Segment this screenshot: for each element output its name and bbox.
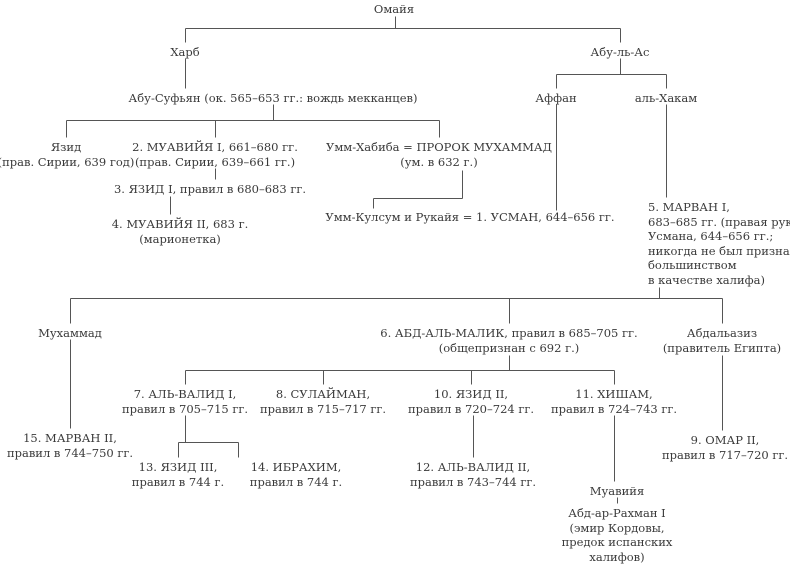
node-abd-ar-rahman-i: Абд-ар-Рахман I(эмир Кордовы,предок испа… xyxy=(562,506,673,564)
node-al-hakam: аль-Хакам xyxy=(635,91,697,106)
node-text-line: предок испанских xyxy=(561,535,673,549)
node-text-line: Умм-Хабиба = ПРОРОК МУХАММАД xyxy=(326,140,552,154)
node-text-line: Харб xyxy=(170,45,200,59)
node-abu-sufyan: Абу-Суфьян (ок. 565–653 гг.: вождь мекка… xyxy=(129,91,418,106)
node-text-line: Усмана, 644–656 гг.; xyxy=(648,229,774,243)
node-text-line: 14. ИБРАХИМ, xyxy=(250,460,342,474)
node-al-walid-i: 7. АЛЬ-ВАЛИД I,правил в 705–715 гг. xyxy=(122,387,248,416)
node-text-line: Умм-Кулсум и Рукайя = 1. УСМАН, 644–656 … xyxy=(325,210,615,224)
node-text-line: правил в 717–720 гг. xyxy=(661,447,789,462)
node-text-line: 15. МАРВАН II, xyxy=(23,431,117,445)
node-text-line: 13. ЯЗИД III, xyxy=(138,460,218,474)
node-muawiya-ii: 4. МУАВИЙЯ II, 683 г.(марионетка) xyxy=(112,217,249,246)
node-text-line: (правитель Египта) xyxy=(662,340,782,355)
node-text-line: никогда не был признан xyxy=(648,243,790,258)
node-text-line: Абу-ль-Ас xyxy=(590,45,650,59)
node-text-line: 8. СУЛАЙМАН, xyxy=(275,387,371,401)
node-text-line: правил в 720–724 гг. xyxy=(407,401,535,416)
node-abu-l-as: Абу-ль-Ас xyxy=(591,45,650,60)
node-text-line: Абдальазиз xyxy=(686,326,758,340)
node-text-line: 9. ОМАР II, xyxy=(690,433,760,447)
node-text-line: 683–685 гг. (правая рука xyxy=(648,214,790,229)
node-usman: Умм-Кулсум и Рукайя = 1. УСМАН, 644–656 … xyxy=(325,210,614,225)
node-text-line: (прав. Сирии, 639–661 гг.) xyxy=(134,154,296,169)
node-text-line: правил в 724–743 гг. xyxy=(550,401,678,416)
node-text-line: (общепризнан с 692 г.) xyxy=(438,340,580,355)
node-text-line: 12. АЛЬ-ВАЛИД II, xyxy=(415,460,531,474)
node-text-line: Аффан xyxy=(535,91,577,105)
node-text-line: большинством xyxy=(648,258,737,272)
node-text-line: правил в 743–744 гг. xyxy=(409,474,537,489)
node-text-line: аль-Хакам xyxy=(634,91,698,105)
node-abdalaziz: Абдальазиз(правитель Египта) xyxy=(663,326,781,355)
node-text-line: правил в 705–715 гг. xyxy=(121,401,249,416)
node-text-line: 5. МАРВАН I, xyxy=(648,200,730,214)
node-text-line: 6. АБД-АЛЬ-МАЛИК, правил в 685–705 гг. xyxy=(380,326,638,340)
node-text-line: Язид xyxy=(50,140,82,154)
node-sulayman: 8. СУЛАЙМАН,правил в 715–717 гг. xyxy=(260,387,386,416)
node-text-line: Омайя xyxy=(373,2,415,16)
node-text-line: правил в 715–717 гг. xyxy=(259,401,387,416)
node-text-line: 11. ХИШАМ, xyxy=(575,387,653,401)
node-text-line: (марионетка) xyxy=(139,231,221,246)
node-text-line: 10. ЯЗИД II, xyxy=(433,387,509,401)
node-ibrahim: 14. ИБРАХИМ,правил в 744 г. xyxy=(250,460,342,489)
node-text-line: 4. МУАВИЙЯ II, 683 г. xyxy=(111,217,249,231)
node-text-line: 2. МУАВИЙЯ I, 661–680 гг. xyxy=(132,140,298,154)
node-text-line: Мухаммад xyxy=(38,326,102,340)
node-yazid: Язид(прав. Сирии, 639 год) xyxy=(0,140,134,169)
node-text-line: 7. АЛЬ-ВАЛИД I, xyxy=(133,387,237,401)
node-muawiya: Муавийя xyxy=(590,484,644,499)
node-text-line: правил в 744 г. xyxy=(131,474,225,489)
node-text-line: правил в 744 г. xyxy=(249,474,343,489)
node-yazid-ii: 10. ЯЗИД II,правил в 720–724 гг. xyxy=(408,387,534,416)
node-yazid-iii: 13. ЯЗИД III,правил в 744 г. xyxy=(132,460,224,489)
node-text-line: (прав. Сирии, 639 год) xyxy=(0,154,135,169)
node-text-line: Абу-Суфьян (ок. 565–653 гг.: вождь мекка… xyxy=(128,91,418,105)
node-text-line: (ум. в 632 г.) xyxy=(400,154,478,169)
node-umm-habiba: Умм-Хабиба = ПРОРОК МУХАММАД(ум. в 632 г… xyxy=(326,140,552,169)
node-muhammad: Мухаммад xyxy=(38,326,102,341)
node-text-line: (эмир Кордовы, xyxy=(569,520,665,535)
node-yazid-i: 3. ЯЗИД I, правил в 680–683 гг. xyxy=(114,182,306,197)
node-umar-ii: 9. ОМАР II,правил в 717–720 гг. xyxy=(662,433,788,462)
node-affan: Аффан xyxy=(535,91,576,106)
node-text-line: халифов) xyxy=(589,549,645,564)
node-text-line: Муавийя xyxy=(589,484,645,498)
node-text-line: в качестве халифа) xyxy=(648,272,765,287)
node-hisham: 11. ХИШАМ,правил в 724–743 гг. xyxy=(551,387,677,416)
node-abd-al-malik: 6. АБД-АЛЬ-МАЛИК, правил в 685–705 гг.(о… xyxy=(380,326,637,355)
node-omaiya: Омайя xyxy=(374,2,414,17)
node-marwan-ii: 15. МАРВАН II,правил в 744–750 гг. xyxy=(7,431,133,460)
node-muawiya-i: 2. МУАВИЙЯ I, 661–680 гг.(прав. Сирии, 6… xyxy=(132,140,298,169)
node-text-line: 3. ЯЗИД I, правил в 680–683 гг. xyxy=(113,182,307,196)
node-text-line: правил в 744–750 гг. xyxy=(6,445,134,460)
node-text-line: Абд-ар-Рахман I xyxy=(568,506,666,520)
node-harb: Харб xyxy=(170,45,199,60)
node-al-walid-ii: 12. АЛЬ-ВАЛИД II,правил в 743–744 гг. xyxy=(410,460,536,489)
